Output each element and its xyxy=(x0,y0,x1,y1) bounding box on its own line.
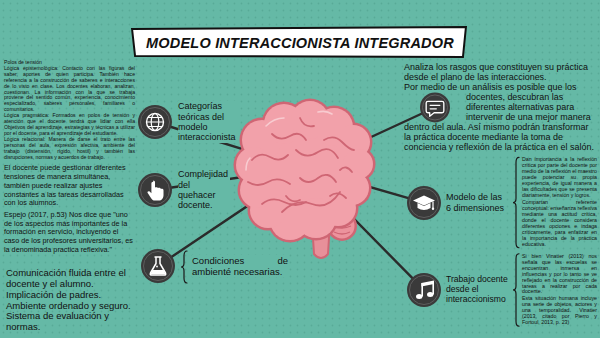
chat-icon xyxy=(420,92,450,122)
icon-topic-node: Complejidad del quehacer docente. xyxy=(137,169,230,211)
paragraph-text: Compartan referente conceptual: enseñanz… xyxy=(522,200,597,248)
icon-circle xyxy=(137,104,173,140)
cap-tassel xyxy=(432,201,433,208)
topic-label: Modelo de las 6 dimensiones xyxy=(446,192,506,213)
flask-outline xyxy=(150,257,166,275)
icon-glyph xyxy=(416,280,434,299)
icon-disc xyxy=(138,105,172,139)
icon-disc xyxy=(420,92,450,122)
cap-board xyxy=(413,195,435,205)
paragraph-text: El docente puede gestionar diferentes te… xyxy=(4,164,135,208)
note-beam xyxy=(421,280,434,286)
icon-disc xyxy=(407,186,441,220)
text-column: El docente puede gestionar diferentes te… xyxy=(4,164,135,254)
curly-bracket xyxy=(513,157,519,247)
globe-parallels xyxy=(147,118,164,127)
paragraph-text: Por medio de un análisis es posible que … xyxy=(404,83,596,153)
paragraph-text: Lógica epistemológica: Contacto con las … xyxy=(4,66,135,112)
brain-illustration-part-part xyxy=(340,167,352,172)
flask-bubble xyxy=(156,266,158,268)
hand-pointer xyxy=(147,181,163,201)
brain-illustration-part xyxy=(236,101,373,240)
title-text: MODELO INTERACCIONISTA INTEGRADOR xyxy=(146,34,454,52)
text-column: Polos de tensiónLógica epistemológica: C… xyxy=(4,60,135,160)
chat-bubble xyxy=(426,101,444,116)
brain-illustration-part-part xyxy=(246,158,250,170)
brain-illustration-part-part xyxy=(318,111,332,114)
text-column: Analiza los rasgos que constituyen su pr… xyxy=(404,63,596,152)
icon-ring xyxy=(410,188,439,217)
icon-disc xyxy=(141,249,175,283)
curly-bracket xyxy=(181,251,187,283)
brain-illustration-part-part xyxy=(324,137,354,150)
brain-illustration-part-part xyxy=(300,175,336,182)
curly-bracket xyxy=(513,254,519,326)
icon-disc xyxy=(407,273,441,307)
icon-ring xyxy=(141,108,170,137)
text-column: Comunicación fluida entre el docente y e… xyxy=(6,268,138,333)
icon-circle xyxy=(406,272,442,308)
topic-label: Condiciones de ambienté necesarias. xyxy=(192,255,288,277)
paragraph-text: Lógica pragmática: Formados en polos de … xyxy=(4,113,135,136)
flask-liquid xyxy=(151,270,165,274)
paragraph-text: Lógica relacional: Manera de darse el tr… xyxy=(4,137,135,160)
brain-illustration-part xyxy=(234,99,376,243)
paragraph-text: Comunicación fluida entre el docente y e… xyxy=(6,268,138,333)
brain-illustration-part-part xyxy=(300,118,314,126)
paragraph-text: Esta situación humana incluye una serie … xyxy=(522,296,597,326)
brain-illustration-part-part xyxy=(252,155,288,160)
icon-wrap-spacer xyxy=(404,93,466,122)
cap-band xyxy=(418,203,431,210)
paragraph-text: Analiza los rasgos que constituyen su pr… xyxy=(404,63,596,83)
paragraph-run: Por medio de un análisis es posible que … xyxy=(404,82,594,152)
brain-illustration-part-part xyxy=(296,149,338,158)
chat-lines xyxy=(430,105,440,109)
icon-topic-node: Condiciones de ambienté necesarias. xyxy=(140,248,288,284)
icon-glyph xyxy=(413,195,435,210)
icon-circle xyxy=(137,172,173,208)
icon-glyph xyxy=(150,257,166,275)
topic-label: Complejidad del quehacer docente. xyxy=(178,169,230,211)
cap-tassel-end xyxy=(432,207,434,209)
paragraph-text: Si bien Vinatier (2013) nos señala que l… xyxy=(522,254,597,296)
paragraph-text: Polos de tensión xyxy=(4,60,135,66)
brain-illustration-part-part xyxy=(266,118,284,126)
icon-ring xyxy=(144,252,173,281)
text-column: Si bien Vinatier (2013) nos señala que l… xyxy=(522,254,597,326)
icon-glyph xyxy=(426,101,444,116)
brain-illustration-part-part xyxy=(286,196,300,201)
icon-circle xyxy=(140,248,176,284)
brain-illustration-part-part xyxy=(236,147,272,183)
topic-label: Categorías teóricas del modelo interacci… xyxy=(178,101,238,143)
brain-illustration-part-part xyxy=(282,192,340,212)
icon-glyph xyxy=(147,181,163,201)
icon-ring xyxy=(423,95,448,120)
topic-label: Trabajo docente desde el interaccionismo xyxy=(446,275,509,305)
icon-glyph xyxy=(147,114,164,131)
icon-disc xyxy=(138,173,172,207)
icon-ring xyxy=(410,275,439,304)
icon-ring xyxy=(141,176,170,205)
brain-illustration xyxy=(234,99,376,259)
title-banner xyxy=(132,27,466,57)
brain-illustration-part-part xyxy=(272,134,306,140)
icon-topic-node: Categorías teóricas del modelo interacci… xyxy=(137,101,238,143)
globe-outline xyxy=(147,114,164,131)
paragraph-text: Dan importancia a la reflexión crítica p… xyxy=(522,157,597,199)
icon-circle xyxy=(406,185,442,221)
brain-illustration-part-part xyxy=(248,179,290,185)
brain-illustration-part xyxy=(248,118,354,212)
paragraph-text: Espejo (2017, p.53) Nos dice que "uno de… xyxy=(4,211,135,255)
icon-topic-node: Modelo de las 6 dimensiones xyxy=(406,185,506,221)
text-column: Dan importancia a la reflexión crítica p… xyxy=(522,157,597,247)
brain-illustration-part xyxy=(246,111,332,170)
icon-topic-node: Trabajo docente desde el interaccionismo xyxy=(406,272,509,308)
